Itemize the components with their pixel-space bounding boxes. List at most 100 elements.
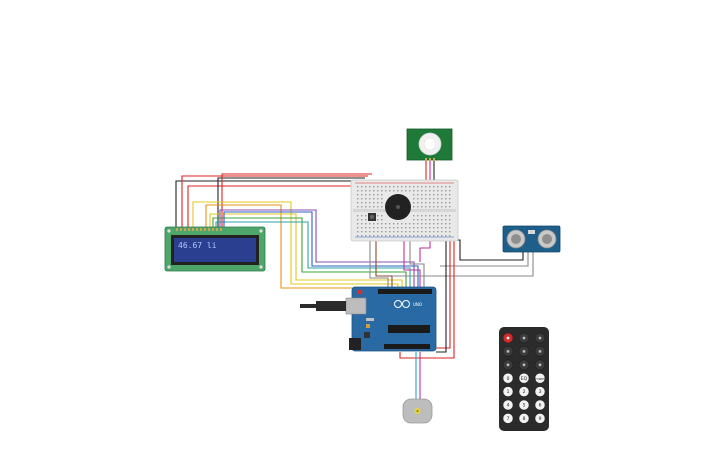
wire-bb-magenta[interactable]: [403, 240, 421, 292]
remote-button-8[interactable]: [518, 413, 530, 424]
breadboard-hole: [377, 186, 379, 188]
breadboard-hole: [421, 231, 423, 233]
wire-lcd-yellow-2[interactable]: [209, 213, 403, 292]
remote-button-label: 2: [523, 389, 526, 395]
breadboard-hole: [437, 227, 439, 229]
pir-sensor[interactable]: [406, 128, 453, 161]
wire-lcd-black-2[interactable]: [217, 177, 365, 228]
breadboard-hole: [381, 194, 383, 196]
capacitor: [366, 324, 370, 328]
breadboard-hole: [417, 194, 419, 196]
breadboard-hole: [417, 198, 419, 200]
wire-ard-black[interactable]: [436, 240, 447, 353]
breadboard-hole: [369, 231, 371, 233]
usb-cable-plug: [316, 301, 346, 311]
breadboard-hole: [437, 194, 439, 196]
wire-bb-gray[interactable]: [369, 240, 389, 292]
breadboard-hole: [429, 198, 431, 200]
breadboard-hole: [417, 219, 419, 221]
wire-lcd-yellow[interactable]: [192, 201, 399, 292]
breadboard-hole: [417, 186, 419, 188]
remote-button-st-rept[interactable]: [534, 373, 546, 384]
breadboard-hole: [417, 190, 419, 192]
breadboard-hole: [409, 231, 411, 233]
breadboard-hole: [381, 219, 383, 221]
lcd-mount-hole: [259, 229, 263, 233]
remote-button-1[interactable]: [502, 386, 514, 397]
breadboard-hole: [441, 202, 443, 204]
breadboard-hole: [429, 194, 431, 196]
power-icon: [506, 336, 510, 340]
usb-port[interactable]: [345, 297, 367, 315]
remote-button-5[interactable]: [518, 399, 530, 411]
breadboard-hole: [445, 223, 447, 225]
remote-button-3[interactable]: [534, 386, 546, 397]
remote-button-0[interactable]: [502, 373, 514, 384]
breadboard-hole: [425, 227, 427, 229]
remote-button-4[interactable]: [502, 399, 514, 411]
breadboard-hole: [377, 219, 379, 221]
breadboard-hole: [369, 235, 371, 237]
breadboard-hole: [357, 202, 359, 204]
wire-us-gray[interactable]: [392, 252, 534, 277]
pushbutton[interactable]: [368, 213, 376, 221]
breadboard-hole: [357, 227, 359, 229]
breadboard-hole: [441, 186, 443, 188]
breadboard-hole: [449, 206, 451, 208]
breadboard-hole: [429, 223, 431, 225]
breadboard-hole: [433, 202, 435, 204]
breadboard-hole: [441, 194, 443, 196]
breadboard-hole: [409, 223, 411, 225]
reset-button[interactable]: [357, 289, 363, 295]
breadboard-hole: [405, 186, 407, 188]
breadboard-hole: [425, 190, 427, 192]
breadboard-hole: [369, 206, 371, 208]
wire-bb-gray-2[interactable]: [409, 240, 425, 292]
wire-ard-red-2[interactable]: [399, 240, 455, 359]
pushbutton-cap: [370, 215, 374, 219]
skip-forward-icon: [538, 350, 542, 353]
wire-lcd-vcc[interactable]: [181, 175, 368, 228]
breadboard-hole: [365, 231, 367, 233]
breadboard-hole: [389, 227, 391, 229]
remote-button-eq[interactable]: [518, 373, 530, 384]
arduino-uno[interactable]: UNO: [300, 286, 437, 352]
remote-button-2[interactable]: [518, 386, 530, 397]
wire-lcd-red-3[interactable]: [221, 173, 372, 228]
breadboard-hole: [429, 227, 431, 229]
breadboard-hole: [369, 190, 371, 192]
remote-button-9[interactable]: [534, 413, 546, 424]
breadboard-hole: [409, 186, 411, 188]
breadboard-hole: [413, 194, 415, 196]
breadboard-hole: [445, 231, 447, 233]
breadboard-hole: [409, 190, 411, 192]
dc-motor[interactable]: [402, 398, 433, 424]
dc-jack[interactable]: [349, 338, 361, 350]
wire-us-gray-2[interactable]: [440, 252, 529, 267]
breadboard-hole: [373, 227, 375, 229]
breadboard-hole: [373, 235, 375, 237]
wire-bb-brown[interactable]: [375, 240, 393, 292]
lcd-module[interactable]: 46.67 li: [164, 226, 266, 272]
breadboard-hole: [433, 194, 435, 196]
breadboard-hole: [393, 223, 395, 225]
wire-lcd-teal[interactable]: [215, 221, 411, 292]
wire-ard-red[interactable]: [436, 240, 451, 349]
breadboard-hole: [365, 227, 367, 229]
breadboard-hole: [437, 186, 439, 188]
wire-lcd-purple[interactable]: [219, 209, 415, 292]
piezo-buzzer[interactable]: [385, 194, 411, 220]
breadboard-hole: [429, 202, 431, 204]
remote-button-6[interactable]: [534, 399, 546, 411]
wire-lcd-green[interactable]: [212, 217, 407, 292]
remote-button-7[interactable]: [502, 413, 514, 424]
breadboard-hole: [413, 231, 415, 233]
breadboard-hole: [441, 190, 443, 192]
wire-lcd-gnd[interactable]: [175, 180, 371, 228]
wire-lcd-red-2[interactable]: [187, 185, 360, 228]
ultrasonic-sensor[interactable]: [502, 225, 561, 253]
arduino-logo: [394, 300, 410, 308]
breadboard-hole: [377, 198, 379, 200]
breadboard-hole: [429, 206, 431, 208]
